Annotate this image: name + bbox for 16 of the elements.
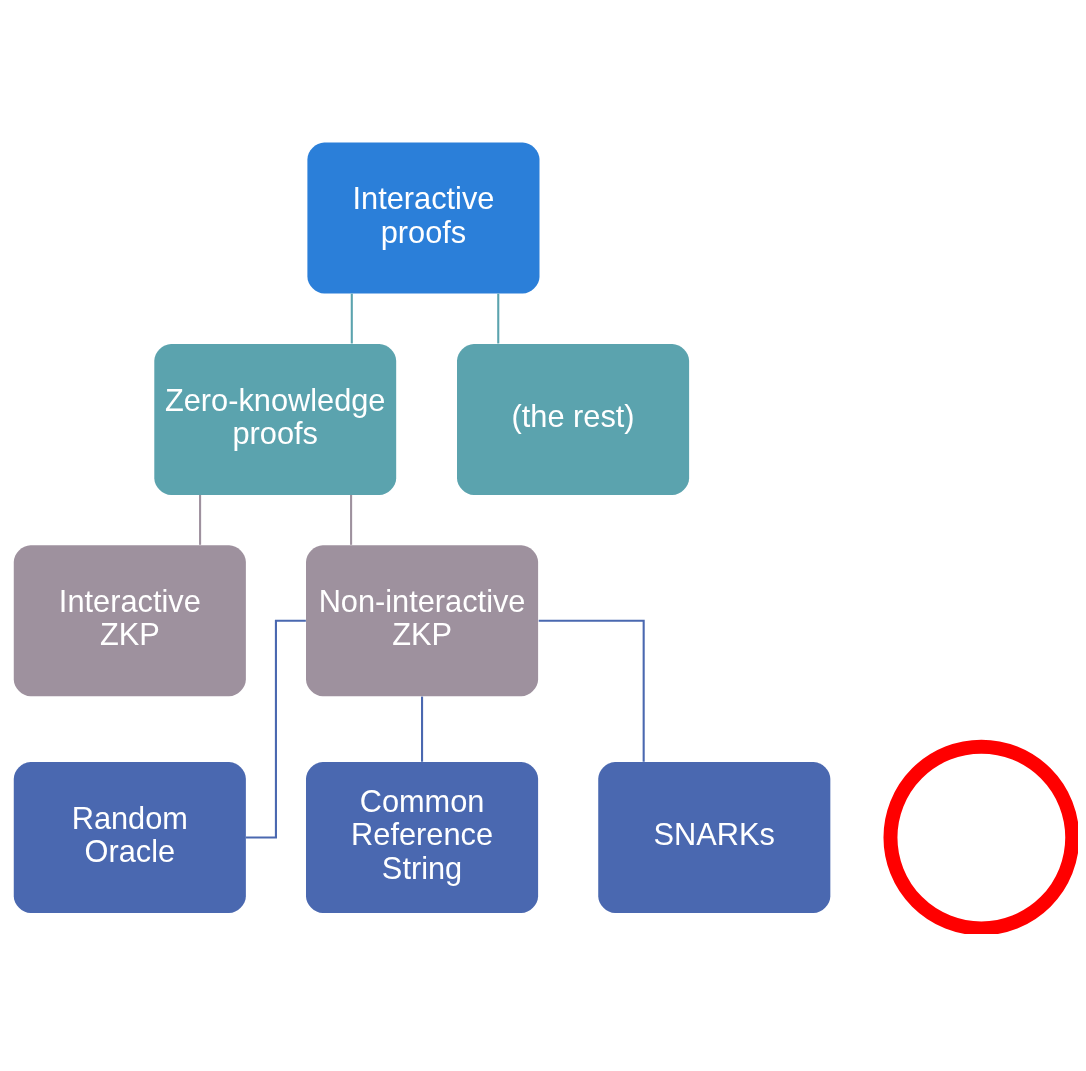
node-box: Zero-knowledge proofs — [154, 343, 397, 495]
node-box: SNARKs — [598, 762, 831, 914]
connector — [199, 495, 202, 545]
node-box: Random Oracle — [13, 762, 246, 914]
node-box: Interactive proofs — [307, 142, 540, 294]
connector — [350, 495, 353, 545]
node-box: Interactive ZKP — [13, 545, 246, 697]
connector — [538, 619, 645, 762]
connector — [421, 696, 424, 762]
connector — [350, 293, 353, 344]
connector — [497, 293, 500, 344]
connector — [246, 619, 306, 839]
node-box: Non-interactive ZKP — [306, 545, 539, 697]
node-box: Common Reference String — [306, 762, 539, 914]
node-circle — [883, 739, 1078, 934]
node-box: (the rest) — [457, 343, 690, 495]
